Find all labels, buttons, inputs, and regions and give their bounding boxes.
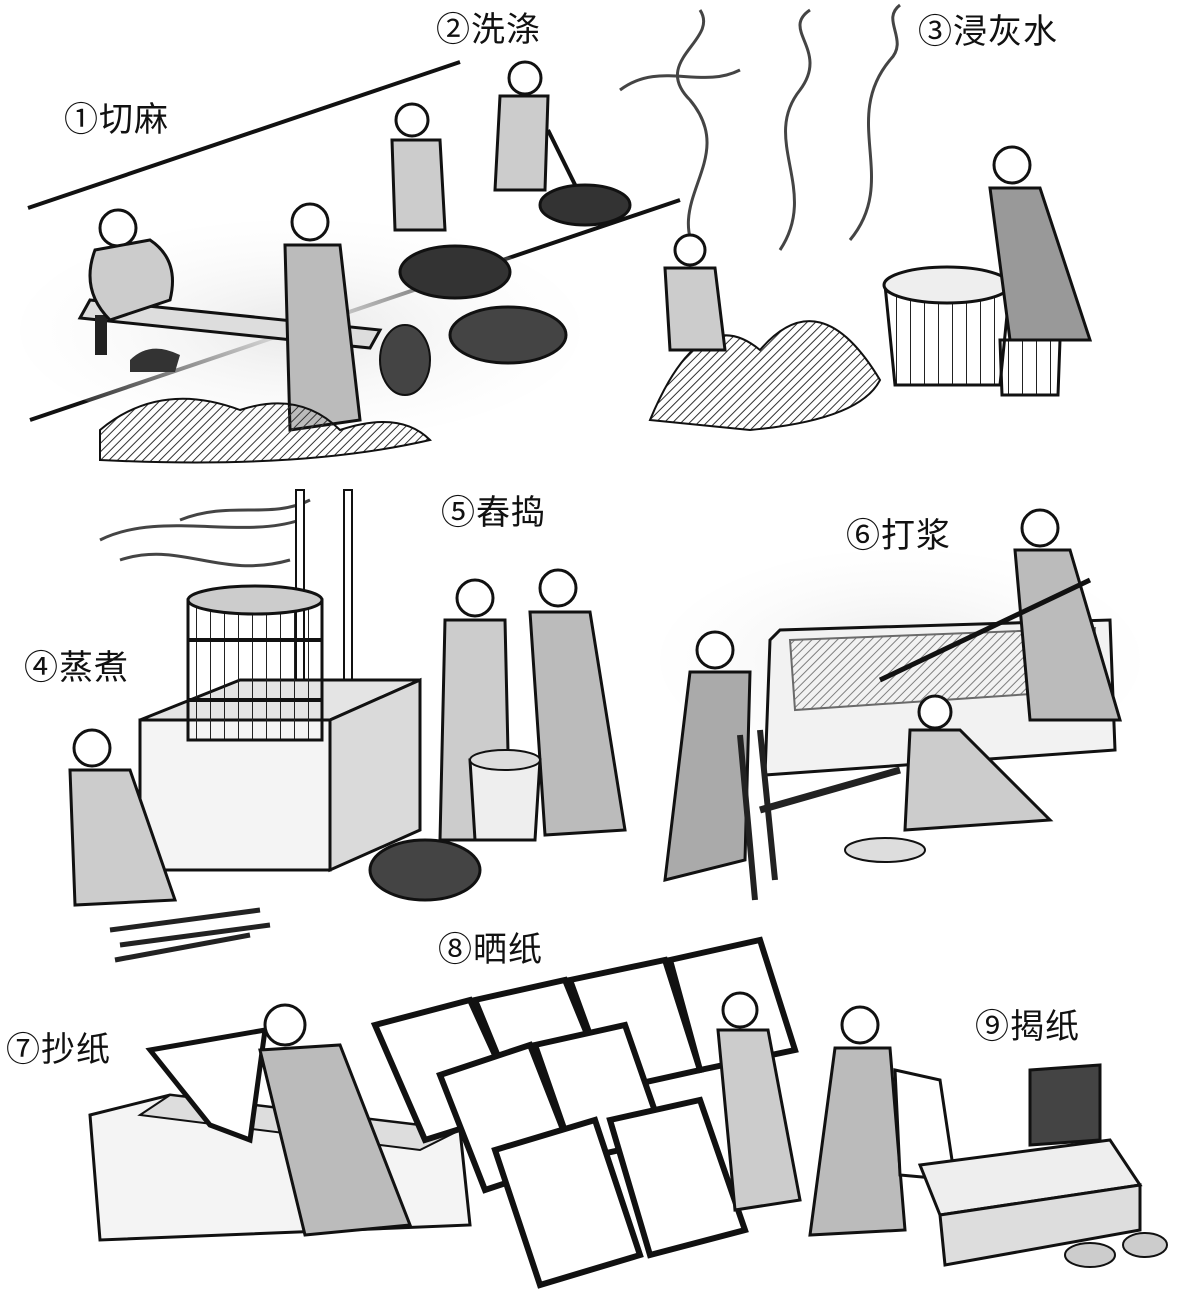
scene-steam-boil xyxy=(68,489,422,963)
step-label-dry-paper: ⑧晒纸 xyxy=(438,930,543,970)
step-label-pound: ⑤舂捣 xyxy=(441,493,546,533)
scene-beat-pulp xyxy=(660,508,1140,901)
scene-peel-paper xyxy=(808,1005,1168,1268)
step-label-make-paper: ⑦抄纸 xyxy=(6,1030,111,1070)
step-label-lime-soak: ③浸灰水 xyxy=(918,12,1058,52)
scene-wash xyxy=(390,60,632,365)
scene-dry-paper xyxy=(370,936,802,1289)
scene-lime-soak xyxy=(619,3,1093,432)
scene-make-paper xyxy=(88,1003,472,1242)
scene-cut-hemp xyxy=(20,60,681,464)
scene-pound xyxy=(368,568,627,902)
step-label-beat-pulp: ⑥打浆 xyxy=(846,516,951,556)
step-label-cut-hemp: ①切麻 xyxy=(64,100,169,140)
step-label-wash: ②洗涤 xyxy=(436,10,541,50)
step-label-peel-paper: ⑨揭纸 xyxy=(975,1007,1080,1047)
step-label-steam-boil: ④蒸煮 xyxy=(24,648,129,688)
